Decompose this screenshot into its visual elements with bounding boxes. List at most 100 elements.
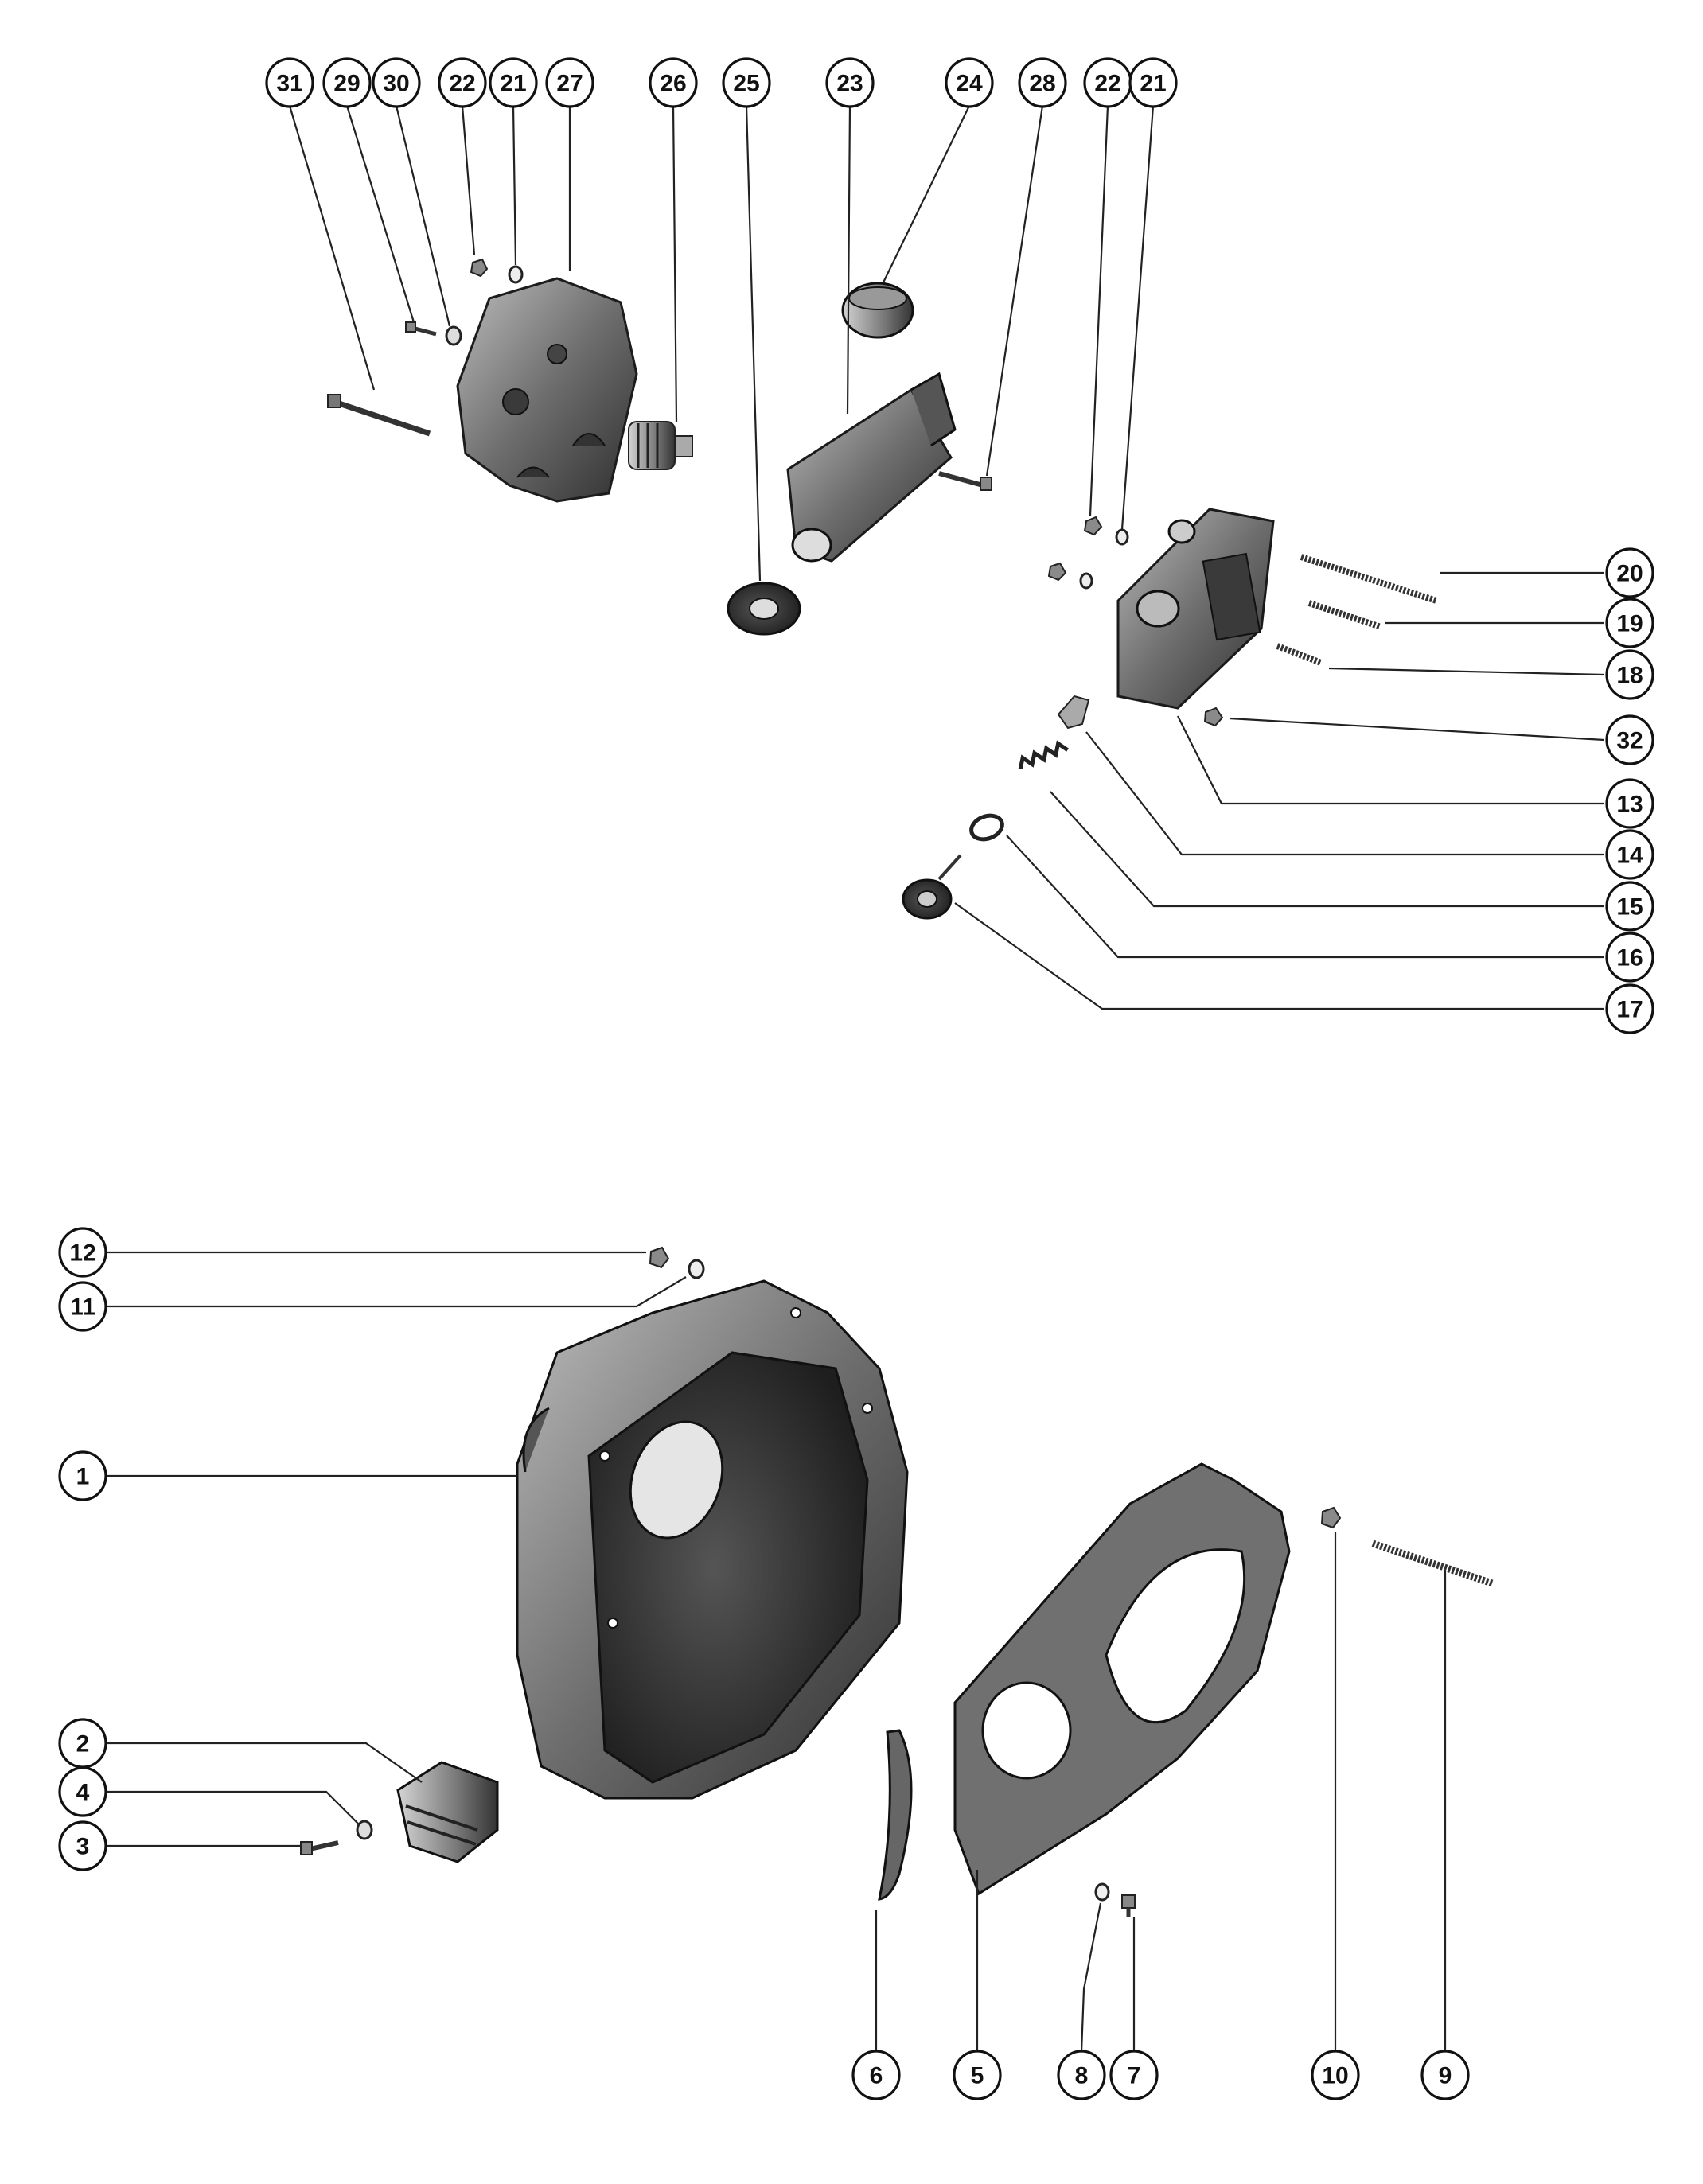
part-28-screw (938, 471, 992, 491)
part-13-valve-body (1116, 508, 1275, 710)
callout-number-15: 15 (1616, 894, 1643, 921)
callout-bubble-7 (1109, 2050, 1159, 2100)
callout-bubble-1 (58, 1450, 107, 1501)
callout-number-21: 21 (1140, 71, 1166, 97)
callout-bubble-28 (1018, 57, 1067, 108)
callout-bubble-26 (649, 57, 698, 108)
leader-line-32 (1229, 717, 1605, 742)
callout-bubble-21 (489, 57, 538, 108)
callout-number-28: 28 (1029, 71, 1055, 97)
part-14-valve (1057, 695, 1090, 730)
part-16-o-ring (969, 813, 1004, 842)
leader-line-24 (883, 105, 970, 283)
part-6-seal-strip (878, 1729, 913, 1901)
part-21-washer (1079, 572, 1093, 590)
callout-number-27: 27 (556, 71, 583, 97)
leader-line-21 (1120, 105, 1155, 530)
callout-bubble-22 (438, 57, 487, 108)
part-1-housing-casting (516, 1279, 909, 1800)
callout-number-20: 20 (1616, 561, 1643, 587)
part-11-washer (688, 1259, 705, 1279)
leader-line-29 (345, 105, 415, 323)
part-12-nut (649, 1246, 670, 1269)
callout-number-9: 9 (1439, 2063, 1452, 2089)
callout-number-18: 18 (1616, 663, 1643, 689)
part-22-nut (470, 258, 489, 278)
part-25-bushing (727, 582, 801, 636)
callout-bubble-21 (1128, 57, 1178, 108)
callout-number-3: 3 (76, 1834, 90, 1860)
part-9-stud (1371, 1540, 1494, 1587)
part-10-nut (1320, 1506, 1342, 1529)
callout-bubble-32 (1605, 714, 1654, 765)
callout-bubble-30 (372, 57, 421, 108)
leader-line-15 (1050, 791, 1604, 908)
part-18-stud-short (1276, 643, 1323, 666)
callout-number-19: 19 (1616, 611, 1643, 637)
callout-bubble-13 (1605, 778, 1654, 829)
leader-line-21 (512, 105, 517, 266)
leader-line-13 (1177, 715, 1604, 805)
callout-bubble-16 (1605, 932, 1654, 983)
bottom-assembly (300, 1246, 1494, 1917)
callout-bubble-12 (58, 1227, 107, 1278)
callout-number-29: 29 (333, 71, 360, 97)
part-2-hub-cap (396, 1761, 499, 1863)
part-26-piston (628, 421, 693, 470)
callout-number-2: 2 (76, 1731, 90, 1758)
callout-number-8: 8 (1075, 2063, 1089, 2089)
callout-number-10: 10 (1322, 2063, 1348, 2089)
callout-bubble-3 (58, 1820, 107, 1871)
leader-line-26 (672, 105, 678, 422)
callout-number-22: 22 (449, 71, 475, 97)
callout-number-31: 31 (276, 71, 302, 97)
part-32-nut (1203, 707, 1224, 727)
part-27-cover (456, 277, 638, 503)
callout-number-4: 4 (76, 1780, 90, 1806)
leader-line-16 (1006, 835, 1604, 959)
leader-line-28 (985, 105, 1044, 477)
callout-bubble-17 (1605, 983, 1654, 1034)
part-5-gasket-plate (953, 1462, 1291, 1896)
callout-bubble-25 (722, 57, 771, 108)
part-23-cylinder (786, 372, 957, 563)
callout-bubble-24 (945, 57, 994, 108)
callout-bubble-10 (1311, 2050, 1360, 2100)
callout-bubble-23 (825, 57, 875, 108)
callout-bubble-5 (953, 2050, 1002, 2100)
leader-line-22 (461, 105, 476, 255)
part-7-screw (1121, 1894, 1136, 1917)
callout-bubble-31 (265, 57, 314, 108)
part-19-stud-medium (1307, 600, 1382, 630)
callout-number-25: 25 (733, 71, 759, 97)
callout-bubble-4 (58, 1766, 107, 1817)
part-21-washer (1115, 528, 1129, 546)
callout-bubble-11 (58, 1281, 107, 1332)
callout-number-11: 11 (70, 1294, 95, 1321)
callout-bubble-18 (1605, 649, 1654, 700)
part-3-screw (300, 1840, 339, 1855)
leader-line-17 (954, 902, 1604, 1010)
callout-number-26: 26 (660, 71, 686, 97)
leader-line-31 (288, 105, 376, 391)
callout-number-6: 6 (870, 2063, 883, 2089)
callout-number-23: 23 (836, 71, 863, 97)
callout-number-13: 13 (1616, 792, 1643, 818)
callout-number-22: 22 (1094, 71, 1120, 97)
part-15-spring (1018, 740, 1069, 770)
callout-bubble-29 (322, 57, 372, 108)
leader-line-11 (106, 1276, 687, 1308)
callout-number-5: 5 (971, 2063, 984, 2089)
leader-line-18 (1328, 667, 1605, 676)
top-assembly (327, 258, 1438, 920)
part-24-bushing (841, 282, 914, 339)
leader-line-25 (745, 105, 762, 582)
part-30-washer (445, 325, 462, 346)
part-22-nut (1047, 562, 1067, 582)
callout-bubble-6 (852, 2050, 901, 2100)
callout-bubble-20 (1605, 547, 1654, 598)
callout-number-24: 24 (956, 71, 983, 97)
callout-number-16: 16 (1616, 945, 1643, 971)
